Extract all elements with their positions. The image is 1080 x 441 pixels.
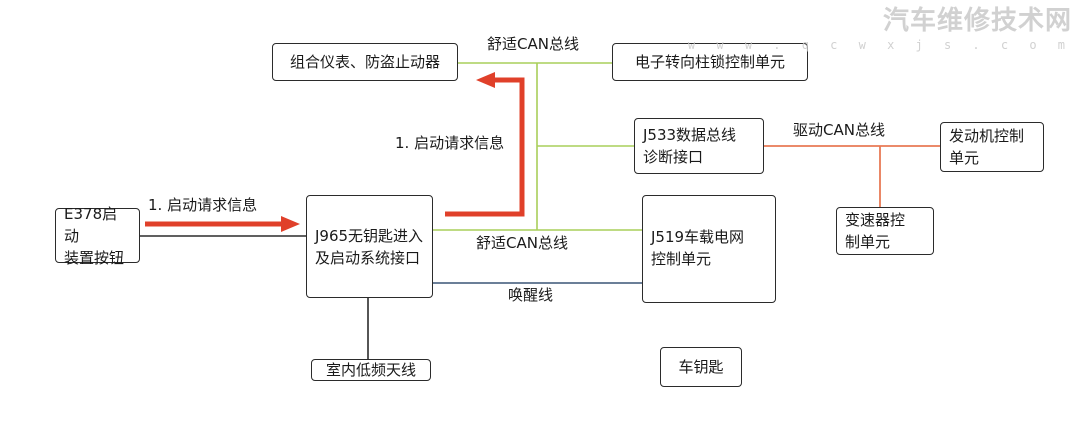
watermark-url: w w w . q c w x j s . c o m	[687, 38, 1072, 52]
gearbox-control-unit-box: 变速器控 制单元	[836, 207, 934, 255]
drive-can-bus-lines	[764, 145, 940, 207]
j533-gateway-box: J533数据总线 诊断接口	[634, 118, 764, 174]
interior-lf-antenna-box: 室内低频天线	[311, 359, 431, 381]
box-label: J965无钥匙进入 及启动系统接口	[315, 226, 424, 267]
watermark-logo: 汽车维修技术网 w w w . q c w x j s . c o m	[688, 4, 1072, 52]
engine-control-unit-box: 发动机控制 单元	[940, 122, 1044, 172]
car-key-box: 车钥匙	[660, 347, 742, 387]
steering-column-lock-control-unit-box: 电子转向柱锁控制单元	[612, 43, 808, 81]
box-label: 发动机控制 单元	[949, 127, 1025, 167]
wire-lines	[140, 235, 369, 359]
watermark-title: 汽车维修技术网	[882, 6, 1072, 36]
comfort-can-bus-lines	[433, 62, 642, 231]
comfort-can-label-top: 舒适CAN总线	[487, 35, 579, 53]
comfort-can-label-middle: 舒适CAN总线	[476, 234, 568, 252]
j965-keyless-interface-box: J965无钥匙进入 及启动系统接口	[306, 195, 433, 298]
box-label: J533数据总线 诊断接口	[643, 126, 737, 166]
box-label: 电子转向柱锁控制单元	[634, 53, 785, 71]
start-request-arrows	[145, 72, 525, 232]
box-label: 组合仪表、防盗止动器	[289, 53, 440, 71]
instrument-cluster-immobilizer-box: 组合仪表、防盗止动器	[272, 43, 458, 81]
drive-can-label: 驱动CAN总线	[793, 121, 885, 139]
wake-line-label: 唤醒线	[508, 286, 554, 304]
box-label: 变速器控 制单元	[845, 211, 906, 251]
box-label: J519车载电网 控制单元	[651, 228, 745, 268]
start-request-label-left: 1. 启动请求信息	[148, 196, 258, 214]
start-request-label-upper: 1. 启动请求信息	[395, 134, 505, 152]
box-label: E378启动 装置按钮	[64, 204, 125, 267]
j519-onboard-supply-control-unit-box: J519车载电网 控制单元	[642, 195, 776, 303]
box-label: 车钥匙	[678, 358, 724, 376]
box-label: 室内低频天线	[325, 361, 416, 379]
e378-start-button-box: E378启动 装置按钮	[55, 205, 140, 267]
